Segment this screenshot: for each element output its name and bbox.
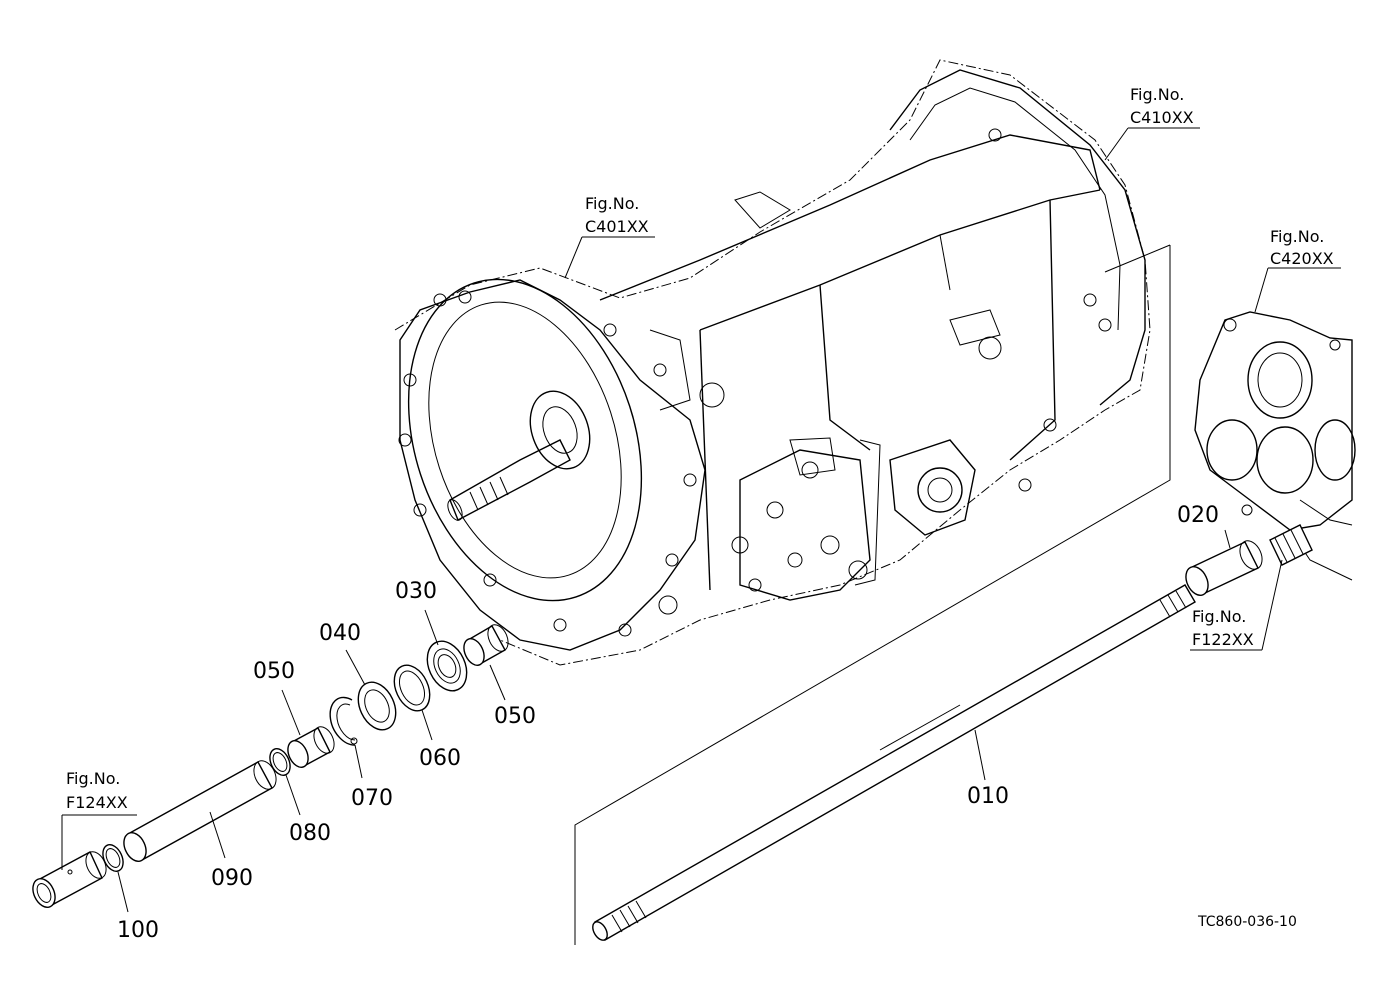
label-030: 030 — [395, 579, 437, 604]
part-010-shaft[interactable] — [590, 584, 1196, 943]
label-020: 020 — [1177, 503, 1219, 528]
label-050-left: 050 — [253, 659, 295, 684]
ref-c410-title: Fig.No. — [1130, 85, 1184, 104]
part-040-seal[interactable] — [345, 649, 403, 736]
part-050-sleeve-right[interactable] — [460, 622, 512, 701]
part-100-o-ring[interactable] — [99, 842, 129, 913]
label-050-right: 050 — [494, 704, 536, 729]
label-070: 070 — [351, 786, 393, 811]
part-labels: 010 020 030 040 050 050 060 070 080 090 … — [117, 503, 1219, 943]
coupling-f124 — [32, 851, 107, 908]
label-010: 010 — [967, 784, 1009, 809]
ref-f122-title: Fig.No. — [1192, 607, 1246, 626]
figure-ref-labels: Fig.No. C410XX Fig.No. C401XX Fig.No. C4… — [66, 85, 1334, 812]
reference-leaders — [61, 127, 1341, 870]
ref-c420-title: Fig.No. — [1270, 227, 1324, 246]
label-090: 090 — [211, 866, 253, 891]
drawing-code: TC860-036-10 — [1197, 914, 1297, 930]
label-040: 040 — [319, 621, 361, 646]
part-020-coupling[interactable] — [1182, 524, 1313, 599]
ref-f124-code[interactable]: F124XX — [66, 793, 128, 812]
ref-f124-title: Fig.No. — [66, 769, 120, 788]
label-060: 060 — [419, 746, 461, 771]
part-080-o-ring[interactable] — [266, 746, 301, 816]
part-090-tube[interactable] — [120, 757, 281, 865]
ref-c401-code[interactable]: C401XX — [585, 217, 649, 236]
part-060-ring[interactable] — [387, 659, 436, 741]
label-100: 100 — [117, 918, 159, 943]
label-080: 080 — [289, 821, 331, 846]
part-050-sleeve-left[interactable] — [281, 689, 338, 770]
ref-c410-code[interactable]: C410XX — [1130, 108, 1194, 127]
ref-c401-title: Fig.No. — [585, 194, 639, 213]
part-030-bearing[interactable] — [420, 609, 475, 697]
part-070-snap-ring[interactable] — [329, 696, 363, 779]
rear-axle-housing — [1194, 311, 1356, 581]
transmission-housing — [394, 59, 1171, 945]
ref-f122-code[interactable]: F122XX — [1192, 630, 1254, 649]
ref-c420-code[interactable]: C420XX — [1270, 249, 1334, 268]
